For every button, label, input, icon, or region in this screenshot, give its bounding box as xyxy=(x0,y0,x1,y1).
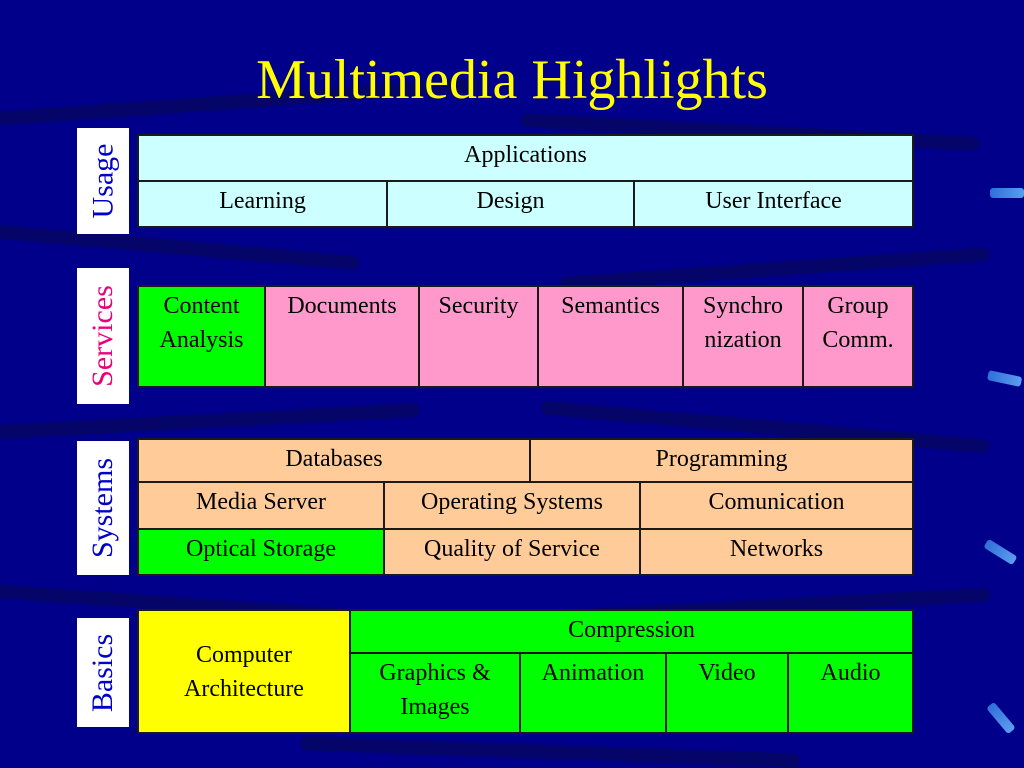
layer-label-usage: Usage xyxy=(77,128,129,234)
layer-label-systems: Systems xyxy=(77,441,129,575)
cell-content-analysis: Content Analysis xyxy=(137,285,266,388)
layer-label-text: Basics xyxy=(86,633,120,712)
layer-label-text: Services xyxy=(86,285,120,387)
cell-user-interface: User Interface xyxy=(633,180,914,228)
background-stripe xyxy=(299,736,801,768)
cell-programming: Programming xyxy=(529,438,914,483)
cell-networks: Networks xyxy=(639,528,914,576)
background-stripe xyxy=(0,402,421,442)
cell-documents: Documents xyxy=(264,285,420,388)
cell-security: Security xyxy=(418,285,539,388)
cell-compression: Compression xyxy=(349,609,914,654)
cell-learning: Learning xyxy=(137,180,388,228)
cell-synchronization: Synchro nization xyxy=(682,285,804,388)
cell-comunication: Comunication xyxy=(639,481,914,530)
cell-graphics-images: Graphics & Images xyxy=(349,652,521,734)
layer-label-text: Usage xyxy=(86,143,120,219)
layer-label-services: Services xyxy=(77,268,129,404)
cell-applications: Applications xyxy=(137,134,914,182)
cell-semantics: Semantics xyxy=(537,285,684,388)
layer-label-basics: Basics xyxy=(77,618,129,727)
cell-animation: Animation xyxy=(519,652,667,734)
edge-mark xyxy=(983,538,1018,566)
cell-operating-systems: Operating Systems xyxy=(383,481,641,530)
edge-mark xyxy=(986,370,1023,387)
cell-databases: Databases xyxy=(137,438,531,483)
layer-label-text: Systems xyxy=(86,457,119,559)
cell-media-server: Media Server xyxy=(137,481,385,530)
cell-optical-storage: Optical Storage xyxy=(137,528,385,576)
cell-group-comm: Group Comm. xyxy=(802,285,914,388)
cell-design: Design xyxy=(386,180,635,228)
cell-computer-architecture: Computer Architecture xyxy=(137,609,351,734)
cell-video: Video xyxy=(665,652,789,734)
cell-quality-of-service: Quality of Service xyxy=(383,528,641,576)
edge-mark xyxy=(990,188,1024,198)
edge-mark xyxy=(986,701,1016,735)
slide-title: Multimedia Highlights xyxy=(256,49,768,111)
cell-audio: Audio xyxy=(787,652,914,734)
